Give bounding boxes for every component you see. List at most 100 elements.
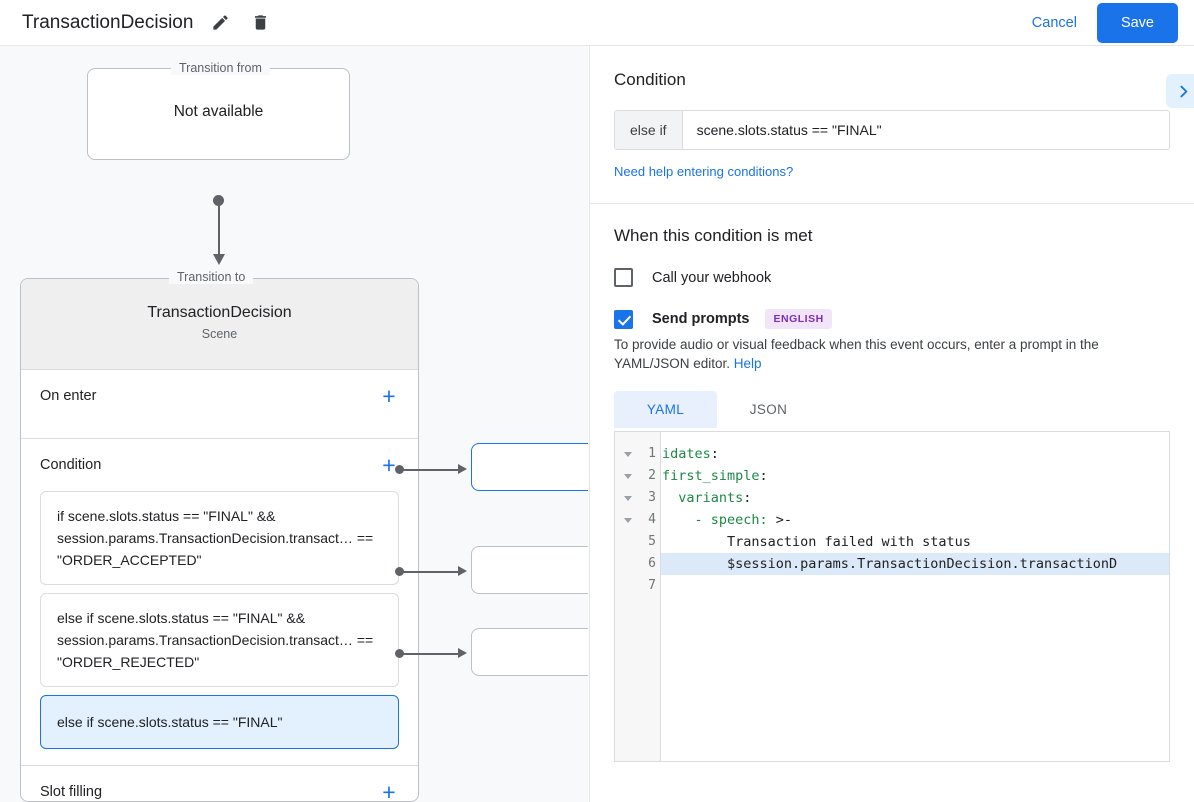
condition-section: Condition else if scene.slots.status == … (590, 46, 1194, 204)
yaml-text-token: Transaction failed with status (662, 534, 971, 550)
line-number: 4 (648, 512, 656, 527)
edge-dot-3 (395, 649, 404, 658)
send-prompts-checkbox[interactable] (614, 309, 633, 329)
fold-toggle-icon[interactable] (615, 443, 641, 465)
top-bar: TransactionDecision Cancel Save (0, 0, 1194, 46)
target-card-3[interactable] (471, 628, 588, 676)
call-webhook-label: Call your webhook (652, 269, 772, 286)
edge-arrow-3 (458, 648, 467, 658)
condition-heading: Condition (614, 70, 686, 89)
fold-toggle-icon[interactable] (615, 487, 641, 509)
edge-arrow-2 (458, 566, 467, 576)
condition-chip-order-accepted[interactable]: if scene.slots.status == "FINAL" && sess… (40, 491, 399, 585)
scene-subtitle: Scene (201, 327, 238, 341)
fold-gutter (615, 432, 641, 761)
condition-help-link[interactable]: Need help entering conditions? (614, 164, 794, 179)
caret-down-icon (624, 473, 632, 479)
trash-icon[interactable] (247, 10, 273, 36)
transition-from-value: Not available (173, 103, 264, 120)
send-prompts-label: Send prompts (652, 311, 750, 327)
line-number: 7 (648, 578, 656, 593)
code-line[interactable]: - speech: >- (661, 509, 1169, 531)
code-line[interactable]: first_simple: (661, 465, 1169, 487)
edge-arrow-1 (458, 464, 467, 474)
section-title-on-enter: On enter (40, 388, 97, 404)
connector-dot (213, 195, 224, 206)
add-slot-filling-button[interactable]: + (382, 778, 396, 802)
yaml-key-token: first_simple (662, 468, 760, 484)
transition-from-box: Transition from Not available (87, 61, 350, 160)
condition-chip-final-selected[interactable]: else if scene.slots.status == "FINAL" (40, 695, 399, 749)
section-title-condition: Condition (40, 457, 102, 473)
fold-spacer (615, 531, 641, 553)
webhook-row[interactable]: Call your webhook (614, 268, 1170, 287)
save-button[interactable]: Save (1096, 2, 1178, 43)
language-badge: ENGLISH (765, 309, 832, 329)
line-number: 6 (648, 556, 656, 571)
section-condition: Condition + if scene.slots.status == "FI… (21, 439, 418, 766)
scene-name: TransactionDecision (147, 304, 292, 321)
transition-to-legend: Transition to (169, 270, 254, 284)
edge-dot-2 (395, 567, 404, 576)
edge-dot-1 (395, 465, 404, 474)
add-on-enter-button[interactable]: + (382, 382, 396, 409)
transition-from-legend: Transition from (171, 61, 270, 75)
scene-card: TransactionDecision Scene On enter + Con… (20, 278, 419, 802)
condition-expression-input[interactable]: scene.slots.status == "FINAL" (696, 122, 882, 138)
send-prompts-row[interactable]: Send prompts ENGLISH (614, 309, 1170, 329)
edge-line-3 (400, 653, 460, 655)
edge-line-2 (400, 571, 460, 573)
yaml-punct-token: : (743, 490, 752, 506)
scene-card-header: TransactionDecision Scene (21, 279, 418, 370)
condition-input-group[interactable]: else if scene.slots.status == "FINAL" (614, 110, 1170, 150)
code-line[interactable]: Transaction failed with status (661, 531, 1169, 553)
details-panel: Condition else if scene.slots.status == … (589, 46, 1194, 802)
connector-line (218, 201, 220, 257)
add-condition-button[interactable]: + (382, 451, 396, 478)
caret-down-icon (624, 517, 632, 523)
prompt-description: To provide audio or visual feedback when… (614, 335, 1170, 373)
yaml-key-token: idates (662, 446, 711, 462)
pencil-icon[interactable] (207, 10, 233, 36)
yaml-punct-token: >- (767, 512, 793, 528)
code-line[interactable]: $session.params.TransactionDecision.tran… (661, 553, 1169, 575)
target-card-1[interactable] (471, 443, 588, 491)
fold-spacer (615, 553, 641, 575)
yaml-text-token: $session.params.TransactionDecision.tran… (662, 556, 1118, 572)
help-link[interactable]: Help (733, 356, 762, 371)
connector-arrow-icon (213, 254, 225, 265)
fold-toggle-icon[interactable] (615, 465, 641, 487)
yaml-key-token: - speech: (662, 512, 768, 528)
cancel-button[interactable]: Cancel (1020, 7, 1089, 39)
scene-graph-canvas[interactable]: Transition from Not available Transition… (0, 46, 588, 802)
page-title: TransactionDecision (22, 11, 194, 33)
when-condition-met-section: When this condition is met Call your web… (590, 204, 1194, 762)
section-on-enter: On enter + (21, 370, 418, 439)
line-number: 3 (648, 490, 656, 505)
yaml-key-token: variants (662, 490, 744, 506)
section-title-slot-filling: Slot filling (40, 784, 103, 800)
call-webhook-checkbox[interactable] (614, 268, 633, 287)
editor-format-tabs: YAML JSON (614, 391, 1170, 428)
target-card-2[interactable] (471, 546, 588, 594)
tab-yaml[interactable]: YAML (614, 391, 717, 428)
caret-down-icon (624, 451, 632, 457)
section-slot-filling: Slot filling + Slot validation (21, 766, 418, 802)
tab-json[interactable]: JSON (749, 402, 788, 417)
condition-chip-order-rejected[interactable]: else if scene.slots.status == "FINAL" &&… (40, 593, 399, 687)
code-line[interactable] (661, 575, 1169, 597)
condition-operator-label: else if (615, 111, 683, 149)
yaml-punct-token: : (759, 468, 768, 484)
code-line[interactable]: idates: (661, 443, 1169, 465)
when-condition-met-heading: When this condition is met (614, 226, 813, 245)
fold-toggle-icon[interactable] (615, 509, 641, 531)
code-line[interactable]: variants: (661, 487, 1169, 509)
prompt-description-text: To provide audio or visual feedback when… (614, 337, 1099, 371)
code-content-area[interactable]: idates:first_simple: variants: - speech:… (661, 432, 1169, 761)
edge-line-1 (400, 469, 460, 471)
chevron-right-icon[interactable] (1166, 74, 1194, 108)
line-number: 2 (648, 468, 656, 483)
line-number: 5 (648, 534, 656, 549)
